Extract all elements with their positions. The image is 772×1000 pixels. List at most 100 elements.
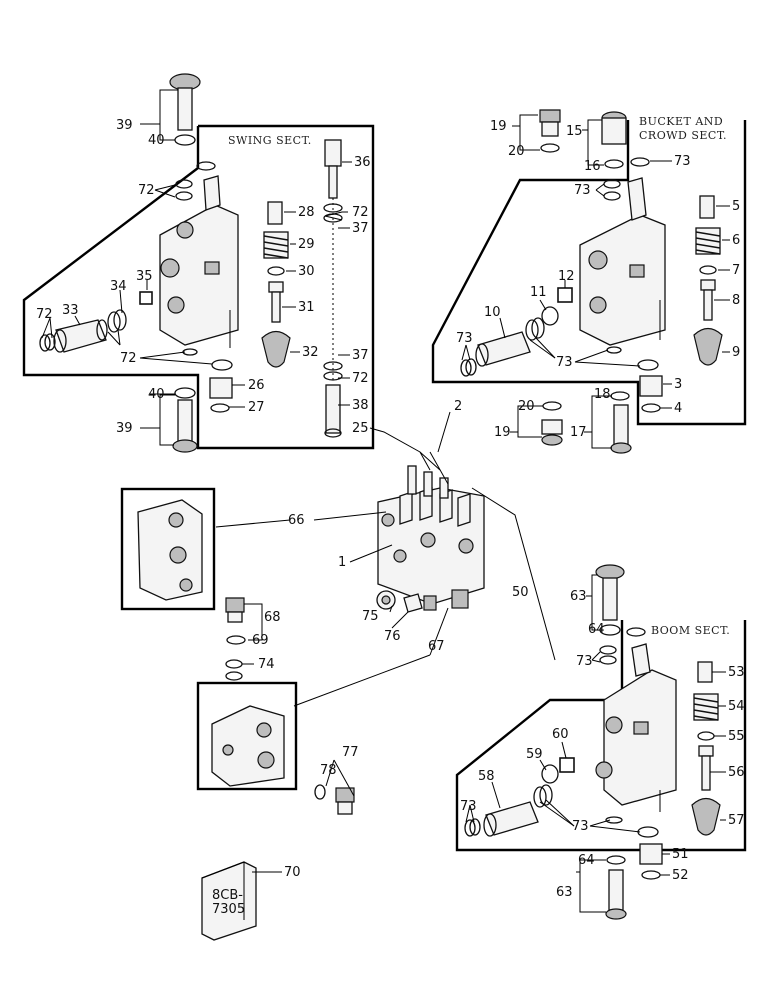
callout: 53	[728, 665, 745, 680]
plug-68	[225, 597, 246, 645]
swing-stem-31	[268, 281, 284, 323]
callout: 2	[454, 399, 462, 414]
main-valve-assembly	[377, 465, 485, 611]
callout: 73	[574, 183, 591, 198]
callout: 17	[570, 425, 587, 440]
callout: 39	[116, 421, 133, 436]
boom-ring-59	[541, 764, 559, 784]
boom-stem-56	[698, 745, 714, 791]
callout: 70	[284, 865, 301, 880]
callout: 11	[530, 285, 547, 300]
bucket-valve-body	[579, 177, 666, 346]
bucket-washer-7	[699, 265, 717, 275]
swing-seals-72	[175, 161, 343, 381]
callout: 72	[120, 351, 137, 366]
callout: 68	[264, 610, 281, 625]
callout: 25	[352, 421, 369, 436]
callout: 66	[288, 513, 305, 528]
bucket-ring-set	[460, 317, 545, 377]
relief-valve-19-top	[539, 109, 561, 153]
swing-section-title: SWING SECT.	[228, 134, 312, 147]
callout: 72	[36, 307, 53, 322]
boom-section-title: BOOM SECT.	[651, 624, 730, 637]
box-label-1: 8CB-	[212, 888, 243, 903]
callout: 39	[116, 118, 133, 133]
callout-numbers: 39 40 36 72 28 72 37 29 30 35 34 31 33 7…	[36, 118, 745, 900]
callout: 58	[478, 769, 495, 784]
callout: 7	[732, 263, 740, 278]
relief-valve-39-top	[169, 73, 201, 146]
callout: 52	[672, 868, 689, 883]
bucket-section-title-1: BUCKET AND	[639, 115, 723, 128]
callout: 36	[354, 155, 371, 170]
callout: 35	[136, 269, 153, 284]
callout: 63	[556, 885, 573, 900]
cover-plate-66	[137, 499, 203, 601]
end-cover-frame	[196, 681, 298, 791]
callout: 73	[572, 819, 589, 834]
boom-ring-set	[464, 784, 553, 837]
callout: 26	[248, 378, 265, 393]
swing-plug-26	[209, 377, 233, 399]
swing-washer-30	[267, 266, 285, 276]
end-cover-67	[211, 705, 285, 787]
boom-washer-55	[697, 731, 715, 741]
boom-spacer-53	[697, 661, 713, 683]
callout: 19	[490, 119, 507, 134]
relief-valve-15	[601, 111, 627, 169]
seal-kit-box-70	[201, 861, 257, 941]
callout: 73	[460, 799, 477, 814]
bucket-spacer-5	[699, 195, 715, 219]
boom-spring-54	[693, 693, 719, 721]
callout: 3	[674, 377, 682, 392]
relief-valve-19-bottom	[541, 401, 563, 446]
callout: 73	[674, 154, 691, 169]
boom-ring-52	[641, 870, 661, 880]
bucket-cap-9	[693, 327, 723, 366]
fitting-75	[376, 590, 396, 610]
swing-spring-29	[263, 231, 289, 259]
callout: 5	[732, 199, 740, 214]
bucket-seals-73	[603, 157, 659, 371]
callout: 34	[110, 279, 127, 294]
callout: 29	[298, 237, 315, 252]
callout: 69	[252, 633, 269, 648]
callout: 72	[352, 371, 369, 386]
callout: 73	[576, 654, 593, 669]
callout: 12	[558, 269, 575, 284]
callout: 54	[728, 699, 745, 714]
swing-spool-36	[324, 139, 342, 380]
bucket-plug-12	[557, 287, 573, 303]
callout: 60	[552, 727, 569, 742]
callout: 8	[732, 293, 740, 308]
callout: 33	[62, 303, 79, 318]
plug-77	[335, 787, 355, 815]
callout: 38	[352, 398, 369, 413]
boom-valve-body	[595, 643, 677, 812]
swing-ring-set	[39, 309, 127, 352]
callout: 20	[518, 399, 535, 414]
callout: 56	[728, 765, 745, 780]
callout: 4	[674, 401, 682, 416]
callout: 15	[566, 124, 583, 139]
swing-cap-32	[261, 330, 291, 368]
bucket-section-outline	[431, 120, 747, 426]
bucket-stem-8	[700, 279, 716, 321]
callout: 73	[456, 331, 473, 346]
box-label-2: 7305	[212, 902, 245, 917]
callout: 67	[428, 639, 445, 654]
leader-lines	[41, 89, 730, 913]
callout: 72	[138, 183, 155, 198]
boom-cap-57	[691, 797, 721, 836]
swing-plunger-33	[53, 319, 108, 353]
callout: 73	[556, 355, 573, 370]
relief-valve-63-top	[595, 564, 625, 636]
callout: 10	[484, 305, 501, 320]
callout: 59	[526, 747, 543, 762]
callout: 9	[732, 345, 740, 360]
bucket-ring-4	[641, 403, 661, 413]
callout: 64	[588, 622, 605, 637]
bucket-spring-6	[695, 227, 721, 255]
